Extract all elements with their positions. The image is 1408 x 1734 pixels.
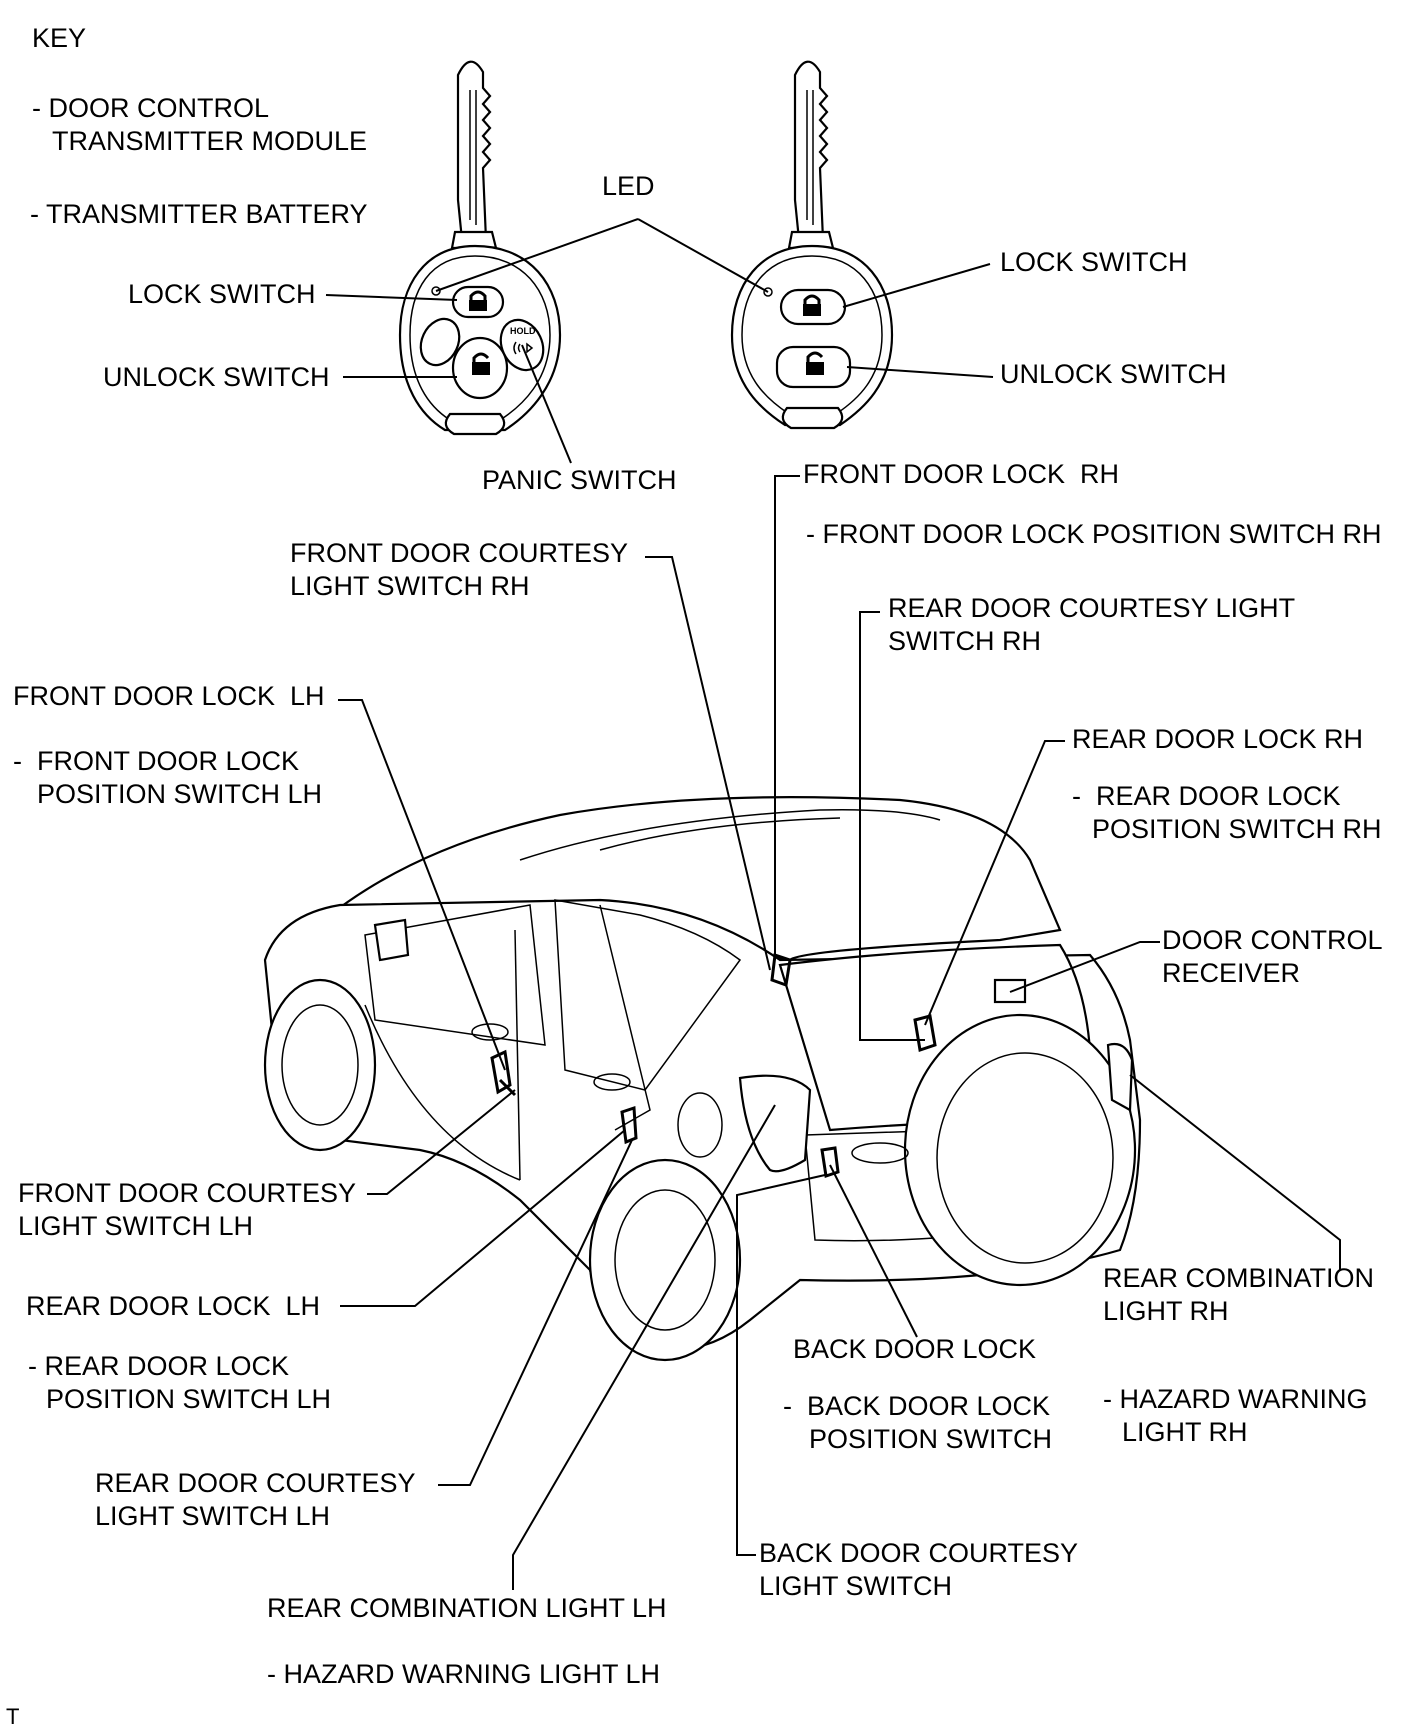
hazard-warning-light-lh-label: - HAZARD WARNING LIGHT LH: [267, 1659, 661, 1689]
front-door-lock-position-switch-lh-label-line2: POSITION SWITCH LH: [37, 779, 323, 809]
front-door-lock-position-switch-lh-label-line1: - FRONT DOOR LOCK: [13, 746, 300, 776]
door-control-receiver-label-line2: RECEIVER: [1162, 958, 1301, 988]
key-three-button-illustration: HOLD: [398, 60, 562, 436]
unlock-switch-right-label: UNLOCK SWITCH: [1000, 359, 1227, 389]
front-door-courtesy-rh-label-line2: LIGHT SWITCH RH: [290, 571, 530, 601]
rear-combination-light-lh-label: REAR COMBINATION LIGHT LH: [267, 1593, 667, 1623]
front-door-lock-lh-label: FRONT DOOR LOCK LH: [13, 681, 325, 711]
rear-door-lock-lh-label: REAR DOOR LOCK LH: [26, 1291, 321, 1321]
panic-switch-label: PANIC SWITCH: [482, 465, 677, 495]
hazard-warning-light-rh-label-line2: LIGHT RH: [1122, 1417, 1248, 1447]
lock-switch-left-label: LOCK SWITCH: [128, 279, 316, 309]
lock-switch-right-label: LOCK SWITCH: [1000, 247, 1188, 277]
door-control-receiver-label-line1: DOOR CONTROL: [1162, 925, 1383, 955]
hold-text: HOLD: [510, 326, 536, 336]
key-heading: KEY: [32, 23, 87, 53]
hazard-warning-light-rh-label-line1: - HAZARD WARNING: [1103, 1384, 1368, 1414]
door-control-transmitter-module-label-line1: - DOOR CONTROL: [32, 93, 270, 123]
rear-door-lock-position-switch-rh-label-line1: - REAR DOOR LOCK: [1072, 781, 1341, 811]
unlock-switch-left-label: UNLOCK SWITCH: [103, 362, 330, 392]
front-door-lock-rh-label: FRONT DOOR LOCK RH: [803, 459, 1120, 489]
vehicle-illustration: [263, 796, 1142, 1362]
front-door-courtesy-rh-label-line1: FRONT DOOR COURTESY: [290, 538, 629, 568]
rear-door-courtesy-lh-label-line2: LIGHT SWITCH LH: [95, 1501, 331, 1531]
back-door-lock-position-switch-label-line1: - BACK DOOR LOCK: [783, 1391, 1051, 1421]
led-label: LED: [602, 171, 655, 201]
rear-door-courtesy-rh-label-line2: SWITCH RH: [888, 626, 1041, 656]
back-door-courtesy-label-line1: BACK DOOR COURTESY: [759, 1538, 1079, 1568]
front-door-lock-position-switch-rh-label: - FRONT DOOR LOCK POSITION SWITCH RH: [806, 519, 1382, 549]
rear-door-courtesy-lh-label-line1: REAR DOOR COURTESY: [95, 1468, 416, 1498]
rear-door-lock-position-switch-lh-label-line1: - REAR DOOR LOCK: [28, 1351, 290, 1381]
rear-door-courtesy-rh-label-line1: REAR DOOR COURTESY LIGHT: [888, 593, 1296, 623]
transmitter-battery-label: - TRANSMITTER BATTERY: [30, 199, 368, 229]
rear-door-lock-position-switch-rh-label-line2: POSITION SWITCH RH: [1092, 814, 1382, 844]
front-door-courtesy-lh-label-line2: LIGHT SWITCH LH: [18, 1211, 254, 1241]
rear-combination-light-rh-label-line1: REAR COMBINATION: [1103, 1263, 1375, 1293]
rear-door-lock-position-switch-lh-label-line2: POSITION SWITCH LH: [46, 1384, 332, 1414]
back-door-lock-position-switch-label-line2: POSITION SWITCH: [809, 1424, 1052, 1454]
back-door-courtesy-label-line2: LIGHT SWITCH: [759, 1571, 953, 1601]
rear-combination-light-rh-label-line2: LIGHT RH: [1103, 1296, 1229, 1326]
back-door-lock-label: BACK DOOR LOCK: [793, 1334, 1037, 1364]
corner-mark: T: [6, 1704, 20, 1729]
rear-door-lock-rh-label: REAR DOOR LOCK RH: [1072, 724, 1364, 754]
key-two-button-illustration: [730, 60, 894, 430]
door-control-transmitter-module-label-line2: TRANSMITTER MODULE: [52, 126, 368, 156]
front-door-courtesy-lh-label-line1: FRONT DOOR COURTESY: [18, 1178, 357, 1208]
leader-lines: [325, 218, 1341, 1590]
